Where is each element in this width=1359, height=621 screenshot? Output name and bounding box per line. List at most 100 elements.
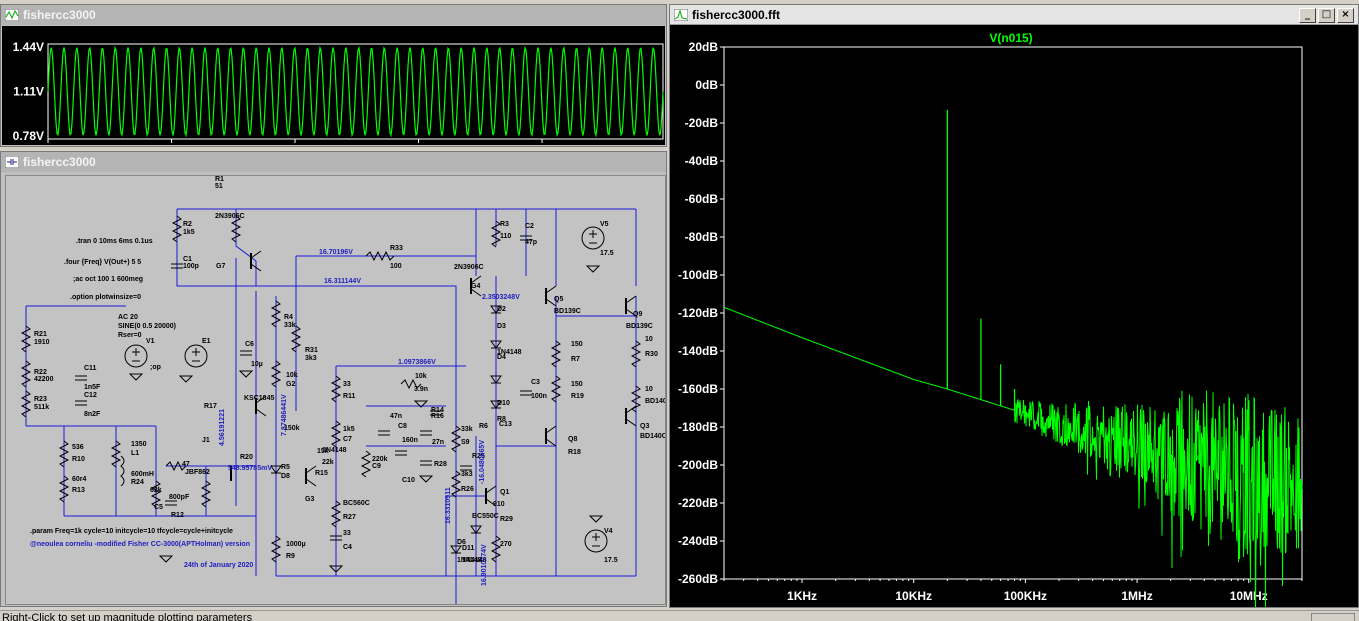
component-label: R19 <box>571 393 584 400</box>
r1-symbol <box>230 215 242 243</box>
g2-symbol <box>255 408 267 417</box>
component-label: R16 <box>431 413 444 420</box>
q1-symbol <box>485 498 497 507</box>
component-label: Q3 <box>640 423 649 430</box>
component-label: R25 <box>472 453 485 460</box>
component-label: Q5 <box>554 296 563 303</box>
r27-symbol <box>330 500 342 528</box>
component-label: D6 <box>457 539 466 546</box>
node-voltage-label: 1.0973866V <box>398 359 436 366</box>
component-label: D2 <box>497 306 506 313</box>
spice-comment-op: ;op <box>150 364 161 371</box>
component-label: R10 <box>72 456 85 463</box>
waveform-y-tick: 0.78V <box>13 129 44 143</box>
waveform-window[interactable]: fishercc3000 1.44V1.11V0.78V0.0ms0.5ms1.… <box>0 4 667 161</box>
fft-y-tick: -140dB <box>678 344 718 358</box>
component-label: 22k <box>322 459 334 466</box>
component-label: C6 <box>245 341 254 348</box>
g7-symbol <box>250 263 262 272</box>
component-label: 536 <box>72 444 84 451</box>
component-label: R24 <box>131 479 144 486</box>
r23-symbol <box>20 390 32 418</box>
r7-symbol <box>550 375 562 403</box>
maximize-button[interactable]: □ <box>1318 8 1335 23</box>
component-label: BC550C <box>472 513 499 520</box>
component-label: BD140C <box>645 398 665 405</box>
component-label: R2 <box>183 221 192 228</box>
component-label: S9 <box>461 439 470 446</box>
component-label: 47n <box>390 413 402 420</box>
r22-symbol <box>20 360 32 388</box>
component-label: C11 <box>84 365 97 372</box>
component-label: 1N4148 <box>462 557 487 564</box>
component-label: 1k5 <box>183 229 195 236</box>
r2-symbol <box>171 215 183 243</box>
r8-symbol <box>550 340 562 368</box>
fft-window-titlebar[interactable]: fishercc3000.fft _ □ × <box>670 5 1358 25</box>
status-panel <box>1311 613 1355 621</box>
fft-y-tick: -260dB <box>678 572 718 586</box>
waveform-window-title: fishercc3000 <box>23 8 96 22</box>
component-label: 160n <box>402 437 418 444</box>
ground <box>585 265 601 273</box>
ground <box>588 515 604 523</box>
g4-symbol <box>470 275 482 284</box>
component-label: 60r4 <box>72 476 87 483</box>
component-label: 33k <box>284 322 296 329</box>
d8-symbol <box>270 465 282 474</box>
v1-symbol <box>124 344 148 368</box>
spice-comment-ac: ;ac oct 100 1 600meg <box>73 276 143 283</box>
component-label: R5 <box>281 464 290 471</box>
e1-symbol <box>184 344 208 368</box>
component-label: V1 <box>146 338 155 345</box>
component-label: 33 <box>343 381 351 388</box>
component-label: 3.9n <box>414 386 428 393</box>
component-label: BC560C <box>343 500 370 507</box>
source-sine: SINE(0 0.5 20000) <box>118 323 176 330</box>
r4-symbol <box>270 300 282 328</box>
r13-symbol <box>165 460 187 472</box>
component-label: R31 <box>305 347 318 354</box>
component-label: R22 <box>34 369 47 376</box>
r21-symbol <box>20 325 32 353</box>
d10-symbol <box>490 400 502 409</box>
component-label: 10k <box>415 373 427 380</box>
component-label: 1N4148 <box>497 349 522 356</box>
ground <box>238 370 254 378</box>
close-button[interactable]: × <box>1337 8 1354 23</box>
component-label: R7 <box>571 356 580 363</box>
spice-directive-four: .four {Freq} V(Out+) 5 5 <box>64 259 141 266</box>
node-voltage-label: 16.311144V <box>324 278 361 285</box>
fft-y-tick: -220dB <box>678 496 718 510</box>
component-label: R14 <box>431 407 444 414</box>
r16-symbol <box>360 450 372 478</box>
waveform-window-titlebar[interactable]: fishercc3000 <box>1 5 666 25</box>
credit-comment: @neoulea corneliu -modified Fisher CC-30… <box>30 541 250 548</box>
component-label: R3 <box>500 221 509 228</box>
component-label: R26 <box>461 486 474 493</box>
fft-window-title: fishercc3000.fft <box>692 7 781 22</box>
r31-symbol <box>290 325 302 353</box>
component-label: 1910 <box>34 339 50 346</box>
component-label: BD139C <box>626 323 653 330</box>
fft-x-tick: 1KHz <box>787 589 817 603</box>
ground <box>128 373 144 381</box>
minimize-button[interactable]: _ <box>1299 8 1316 23</box>
fft-y-tick: 20dB <box>689 40 719 54</box>
fft-trace-name[interactable]: V(n015) <box>989 31 1032 45</box>
component-label: R15 <box>315 470 328 477</box>
component-label: R30 <box>645 351 658 358</box>
component-label: 33 <box>343 530 351 537</box>
node-voltage-label: 16.9010374V <box>481 544 488 586</box>
schematic-window-titlebar[interactable]: fishercc3000 <box>1 152 666 172</box>
component-label: 800pF <box>169 494 190 501</box>
component-label: E1 <box>202 338 211 345</box>
r14-symbol <box>330 420 342 448</box>
component-label: R21 <box>34 331 47 338</box>
